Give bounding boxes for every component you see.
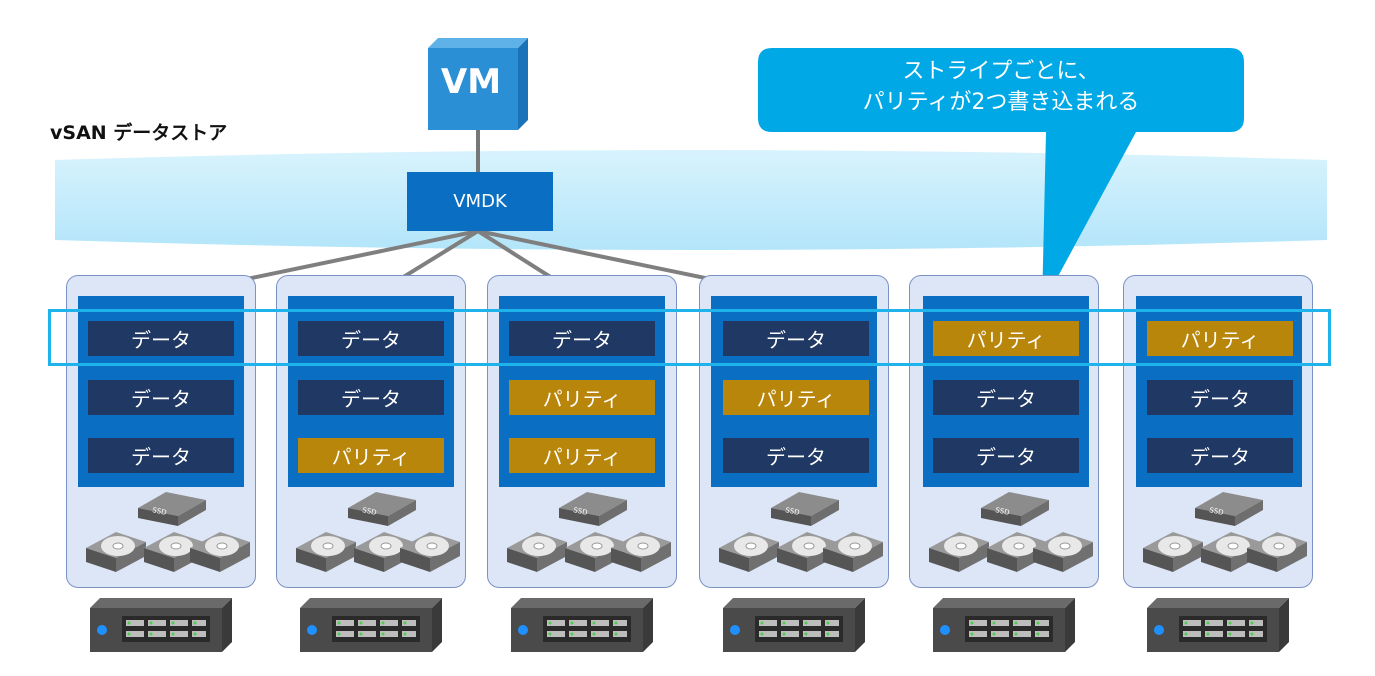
stripe-block: データ [933,380,1079,415]
server-icon [296,594,486,654]
callout-bubble [758,48,1244,306]
stripe-block: データ [1147,438,1293,473]
stripe-block: パリティ [933,321,1079,356]
disks-icon [276,486,466,584]
stripe-block: データ [723,438,869,473]
vm-cube-icon [428,38,528,130]
stripe-block: パリティ [298,438,444,473]
server-icon [1143,594,1333,654]
stripe-block: データ [1147,380,1293,415]
callout-text: ストライプごとに、 パリティが2つ書き込まれる [758,56,1244,118]
server-icon [86,594,276,654]
disks-icon [699,486,889,584]
stripe-block: パリティ [509,438,655,473]
server-icon [507,594,697,654]
stripe-block: データ [933,438,1079,473]
stripe-block: データ [298,321,444,356]
stripe-block: データ [88,321,234,356]
datastore-label: vSAN データストア [50,122,228,144]
stripe-block: パリティ [723,380,869,415]
disks-icon [1123,486,1313,584]
stripe-block: パリティ [509,380,655,415]
callout-line-1: ストライプごとに、 [902,59,1100,84]
vm-label: VM [440,62,502,102]
stripe-block: データ [88,380,234,415]
stripe-block: データ [88,438,234,473]
stripe-block: データ [509,321,655,356]
server-icon [929,594,1119,654]
vmdk-box: VMDK [407,172,553,231]
stripe-block: パリティ [1147,321,1293,356]
disks-icon [487,486,677,584]
vsan-datastore [55,150,1327,250]
callout-line-2: パリティが2つ書き込まれる [862,90,1140,115]
stripe-block: データ [723,321,869,356]
disks-icon [909,486,1099,584]
disks-icon [66,486,256,584]
stripe-block: データ [298,380,444,415]
server-icon [719,594,909,654]
stripe-highlight [48,309,1331,366]
